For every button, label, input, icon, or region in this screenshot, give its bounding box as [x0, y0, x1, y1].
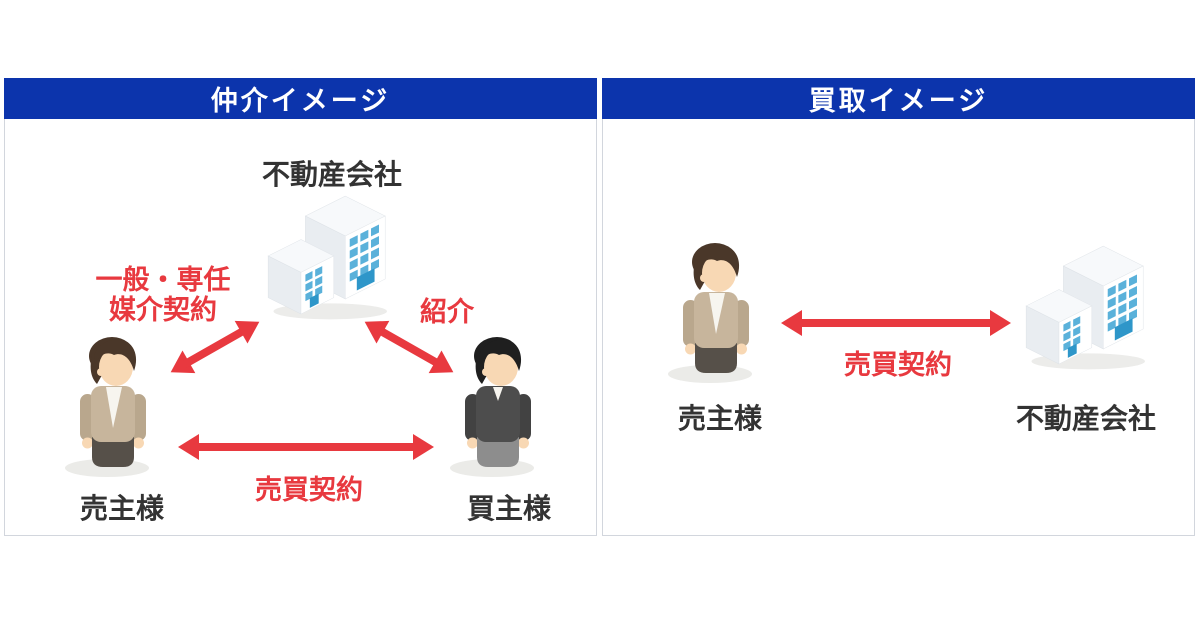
arrow-head-icon	[413, 434, 434, 460]
panel-brokerage-title: 仲介イメージ	[210, 86, 391, 116]
sale-contract-label: 売買契約	[844, 350, 952, 380]
mediation-contract-label: 一般・専任 媒介契約	[96, 265, 231, 325]
seller-label: 売主様	[677, 403, 763, 434]
company-label: 不動産会社	[261, 159, 403, 190]
panel-brokerage-header: 仲介イメージ	[4, 78, 597, 119]
seller-label: 売主様	[79, 493, 165, 524]
panel-purchase: 買取イメージ 売買契約 売主様 不動産会	[602, 78, 1195, 536]
arrow-head-icon	[990, 310, 1011, 336]
seller-person-icon	[63, 331, 163, 481]
panel-purchase-title: 買取イメージ	[808, 86, 989, 116]
mediation-contract-line1: 一般・専任	[95, 265, 231, 295]
arrow-bar	[796, 319, 996, 327]
seller-person-icon	[666, 237, 766, 387]
panel-brokerage: 仲介イメージ 不動産会社 一般・専任 媒介契約 紹介	[4, 78, 597, 536]
company-label: 不動産会社	[1015, 403, 1157, 434]
sale-contract-label: 売買契約	[255, 475, 363, 505]
arrow-bar	[193, 443, 419, 451]
mediation-contract-line2: 媒介契約	[109, 295, 217, 325]
building-icon	[261, 189, 403, 322]
double-arrow-seller-company-icon	[781, 310, 1011, 336]
building-icon	[1019, 239, 1161, 372]
arrow-head-icon	[781, 310, 802, 336]
arrow-bar	[375, 325, 443, 369]
arrow-head-icon	[178, 434, 199, 460]
referral-label: 紹介	[420, 297, 474, 327]
buyer-label: 買主様	[466, 493, 552, 524]
double-arrow-seller-buyer-icon	[178, 434, 434, 460]
arrow-bar	[181, 325, 249, 369]
buyer-person-icon	[448, 331, 548, 481]
panel-purchase-header: 買取イメージ	[602, 78, 1195, 119]
